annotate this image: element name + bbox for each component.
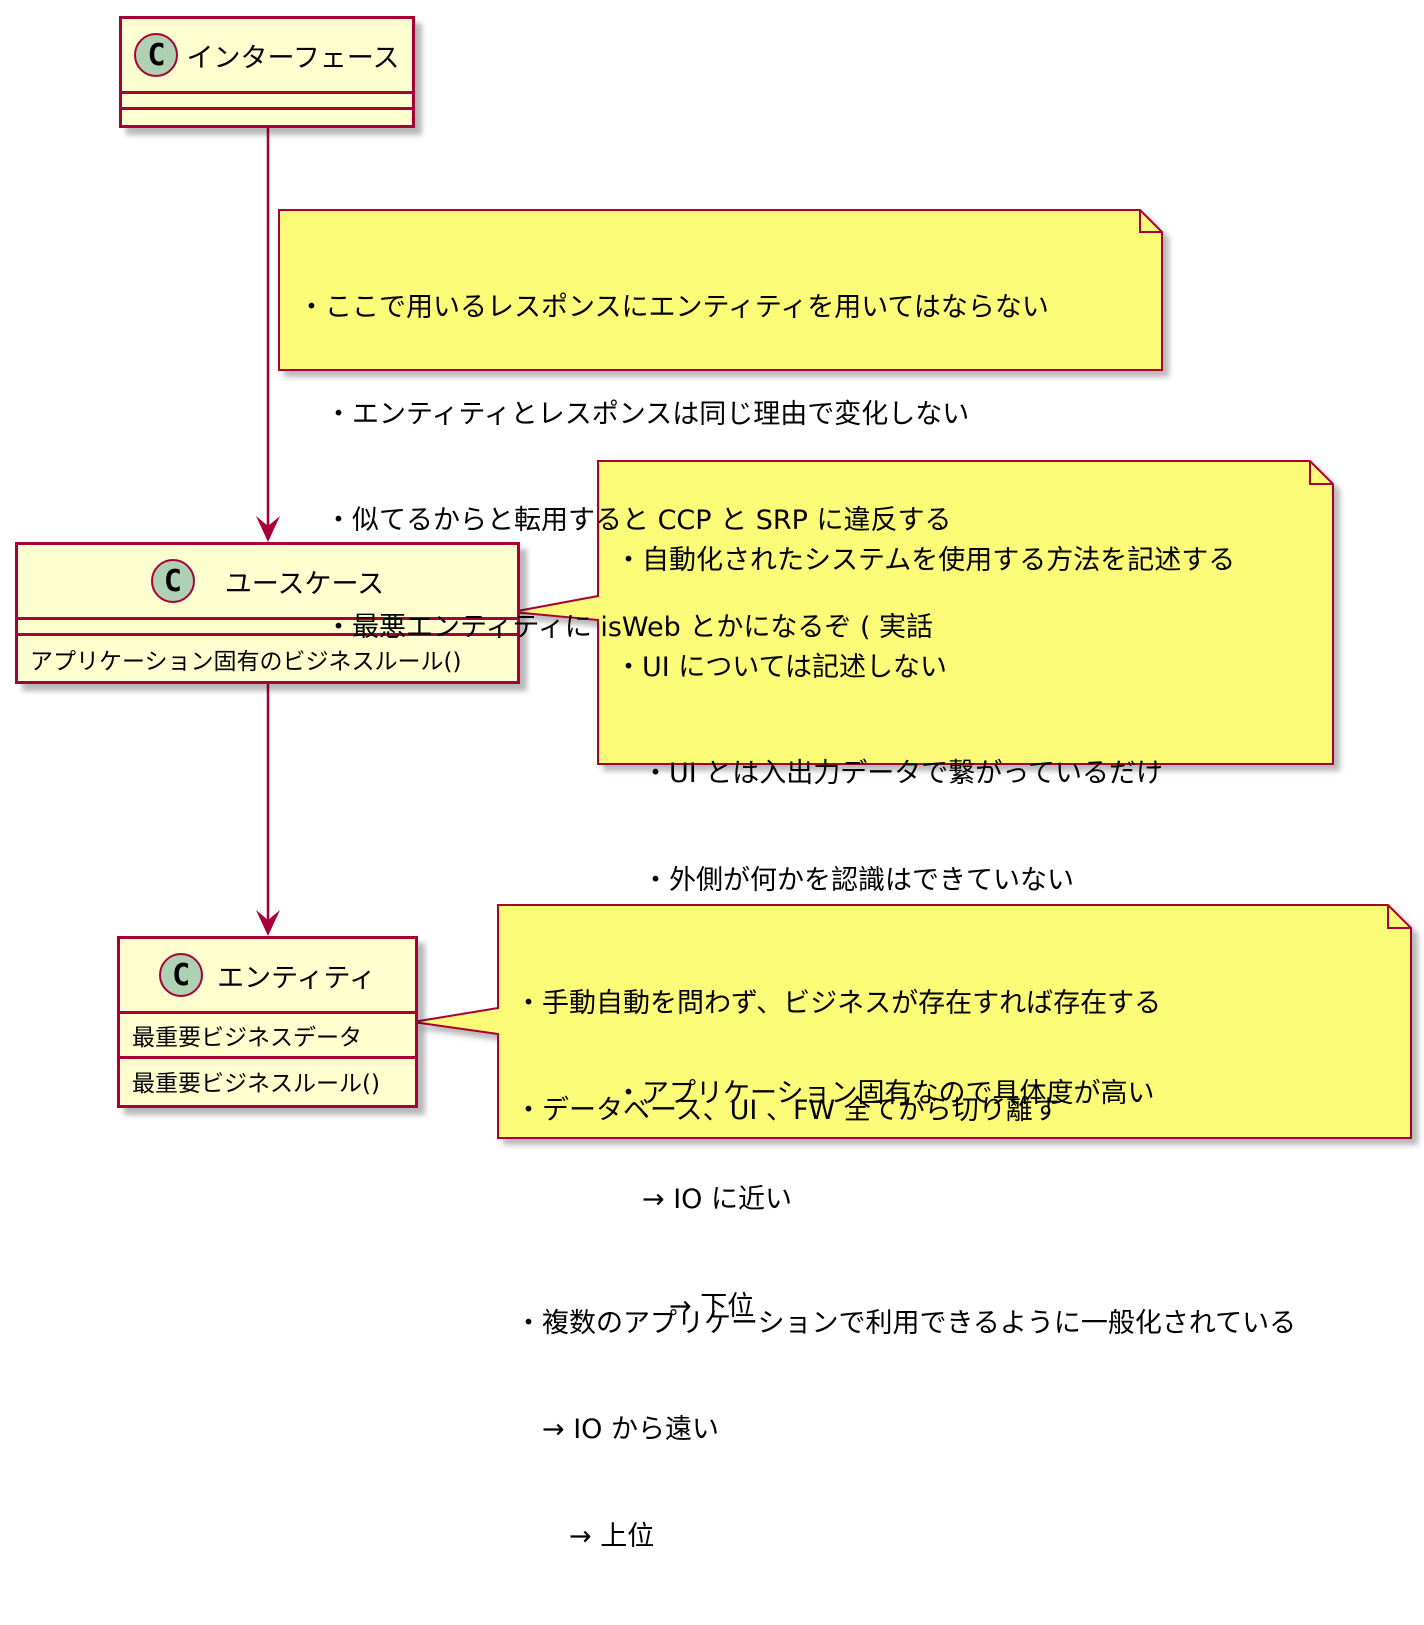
usecase-class-header: C ユースケース	[18, 545, 517, 617]
note-line: → 上位	[515, 1520, 655, 1552]
class-c-icon: C	[159, 953, 204, 997]
note-line: ・似てるからと転用すると CCP と SRP に違反する	[298, 505, 952, 536]
usecase-attributes	[18, 617, 517, 633]
entity-class[interactable]: C エンティティ 最重要ビジネスデータ 最重要ビジネスルール()	[117, 936, 418, 1108]
usecase-note	[511, 460, 1334, 765]
note-line	[515, 1199, 1296, 1235]
usecase-class[interactable]: C ユースケース アプリケーション固有のビジネスルール()	[15, 542, 520, 684]
class-diagram: C インターフェース C ユースケース アプリケーション固有のビジネスルール()…	[15, 16, 1412, 1552]
note-line: ・UI については記述しない	[615, 651, 947, 683]
note-line: ・自動化されたシステムを使用する方法を記述する	[615, 545, 1236, 576]
diagram-connectors	[256, 128, 1412, 1139]
class-c-icon: C	[150, 559, 195, 603]
interface-note-text: ・ここで用いるレスポンスにエンティティを用いてはならない ・エンティティとレスポ…	[298, 219, 1049, 716]
class-c-icon: C	[134, 33, 179, 77]
entity-method: 最重要ビジネスルール()	[120, 1056, 415, 1103]
note-line: ・ここで用いるレスポンスにエンティティを用いてはならない	[298, 292, 1049, 323]
note-line: ・最悪エンティティに isWeb とかになるぞ ( 実話	[298, 611, 934, 643]
interface-class[interactable]: C インターフェース	[119, 16, 415, 128]
entity-note	[412, 904, 1412, 1139]
arrowhead-entity	[256, 910, 280, 936]
entity-class-name: エンティティ	[217, 962, 376, 994]
note-line: ・外側が何かを認識はできていない	[615, 864, 1074, 896]
entity-note-text: ・手動自動を問わず、ビジネスが存在すれば存在する ・データベース、UI 、FW …	[515, 915, 1296, 1625]
usecase-method: アプリケーション固有のビジネスルール()	[18, 633, 517, 681]
interface-class-name: インターフェース	[186, 42, 400, 74]
note-line: ・エンティティとレスポンスは同じ理由で変化しない	[298, 398, 970, 430]
note-line: ・データベース、UI 、FW 全てから切り離す	[515, 1094, 1060, 1126]
note-line: ・UI とは入出力データで繋がっているだけ	[615, 758, 1163, 789]
interface-attributes	[122, 91, 412, 107]
interface-note	[278, 209, 1163, 371]
note-line: ・手動自動を問わず、ビジネスが存在すれば存在する	[515, 988, 1162, 1019]
note-line: ・アプリケーション固有なので具体度が高い	[615, 1077, 1155, 1109]
interface-class-header: C インターフェース	[122, 19, 412, 91]
entity-class-header: C エンティティ	[120, 939, 415, 1011]
arrowhead-usecase	[256, 516, 280, 542]
usecase-class-name: ユースケース	[224, 568, 385, 600]
interface-methods	[122, 107, 412, 123]
note-line: → IO から遠い	[515, 1414, 720, 1445]
note-line: ・複数のアプリケーションで利用できるように一般化されている	[515, 1307, 1297, 1339]
entity-field: 最重要ビジネスデータ	[120, 1011, 415, 1056]
